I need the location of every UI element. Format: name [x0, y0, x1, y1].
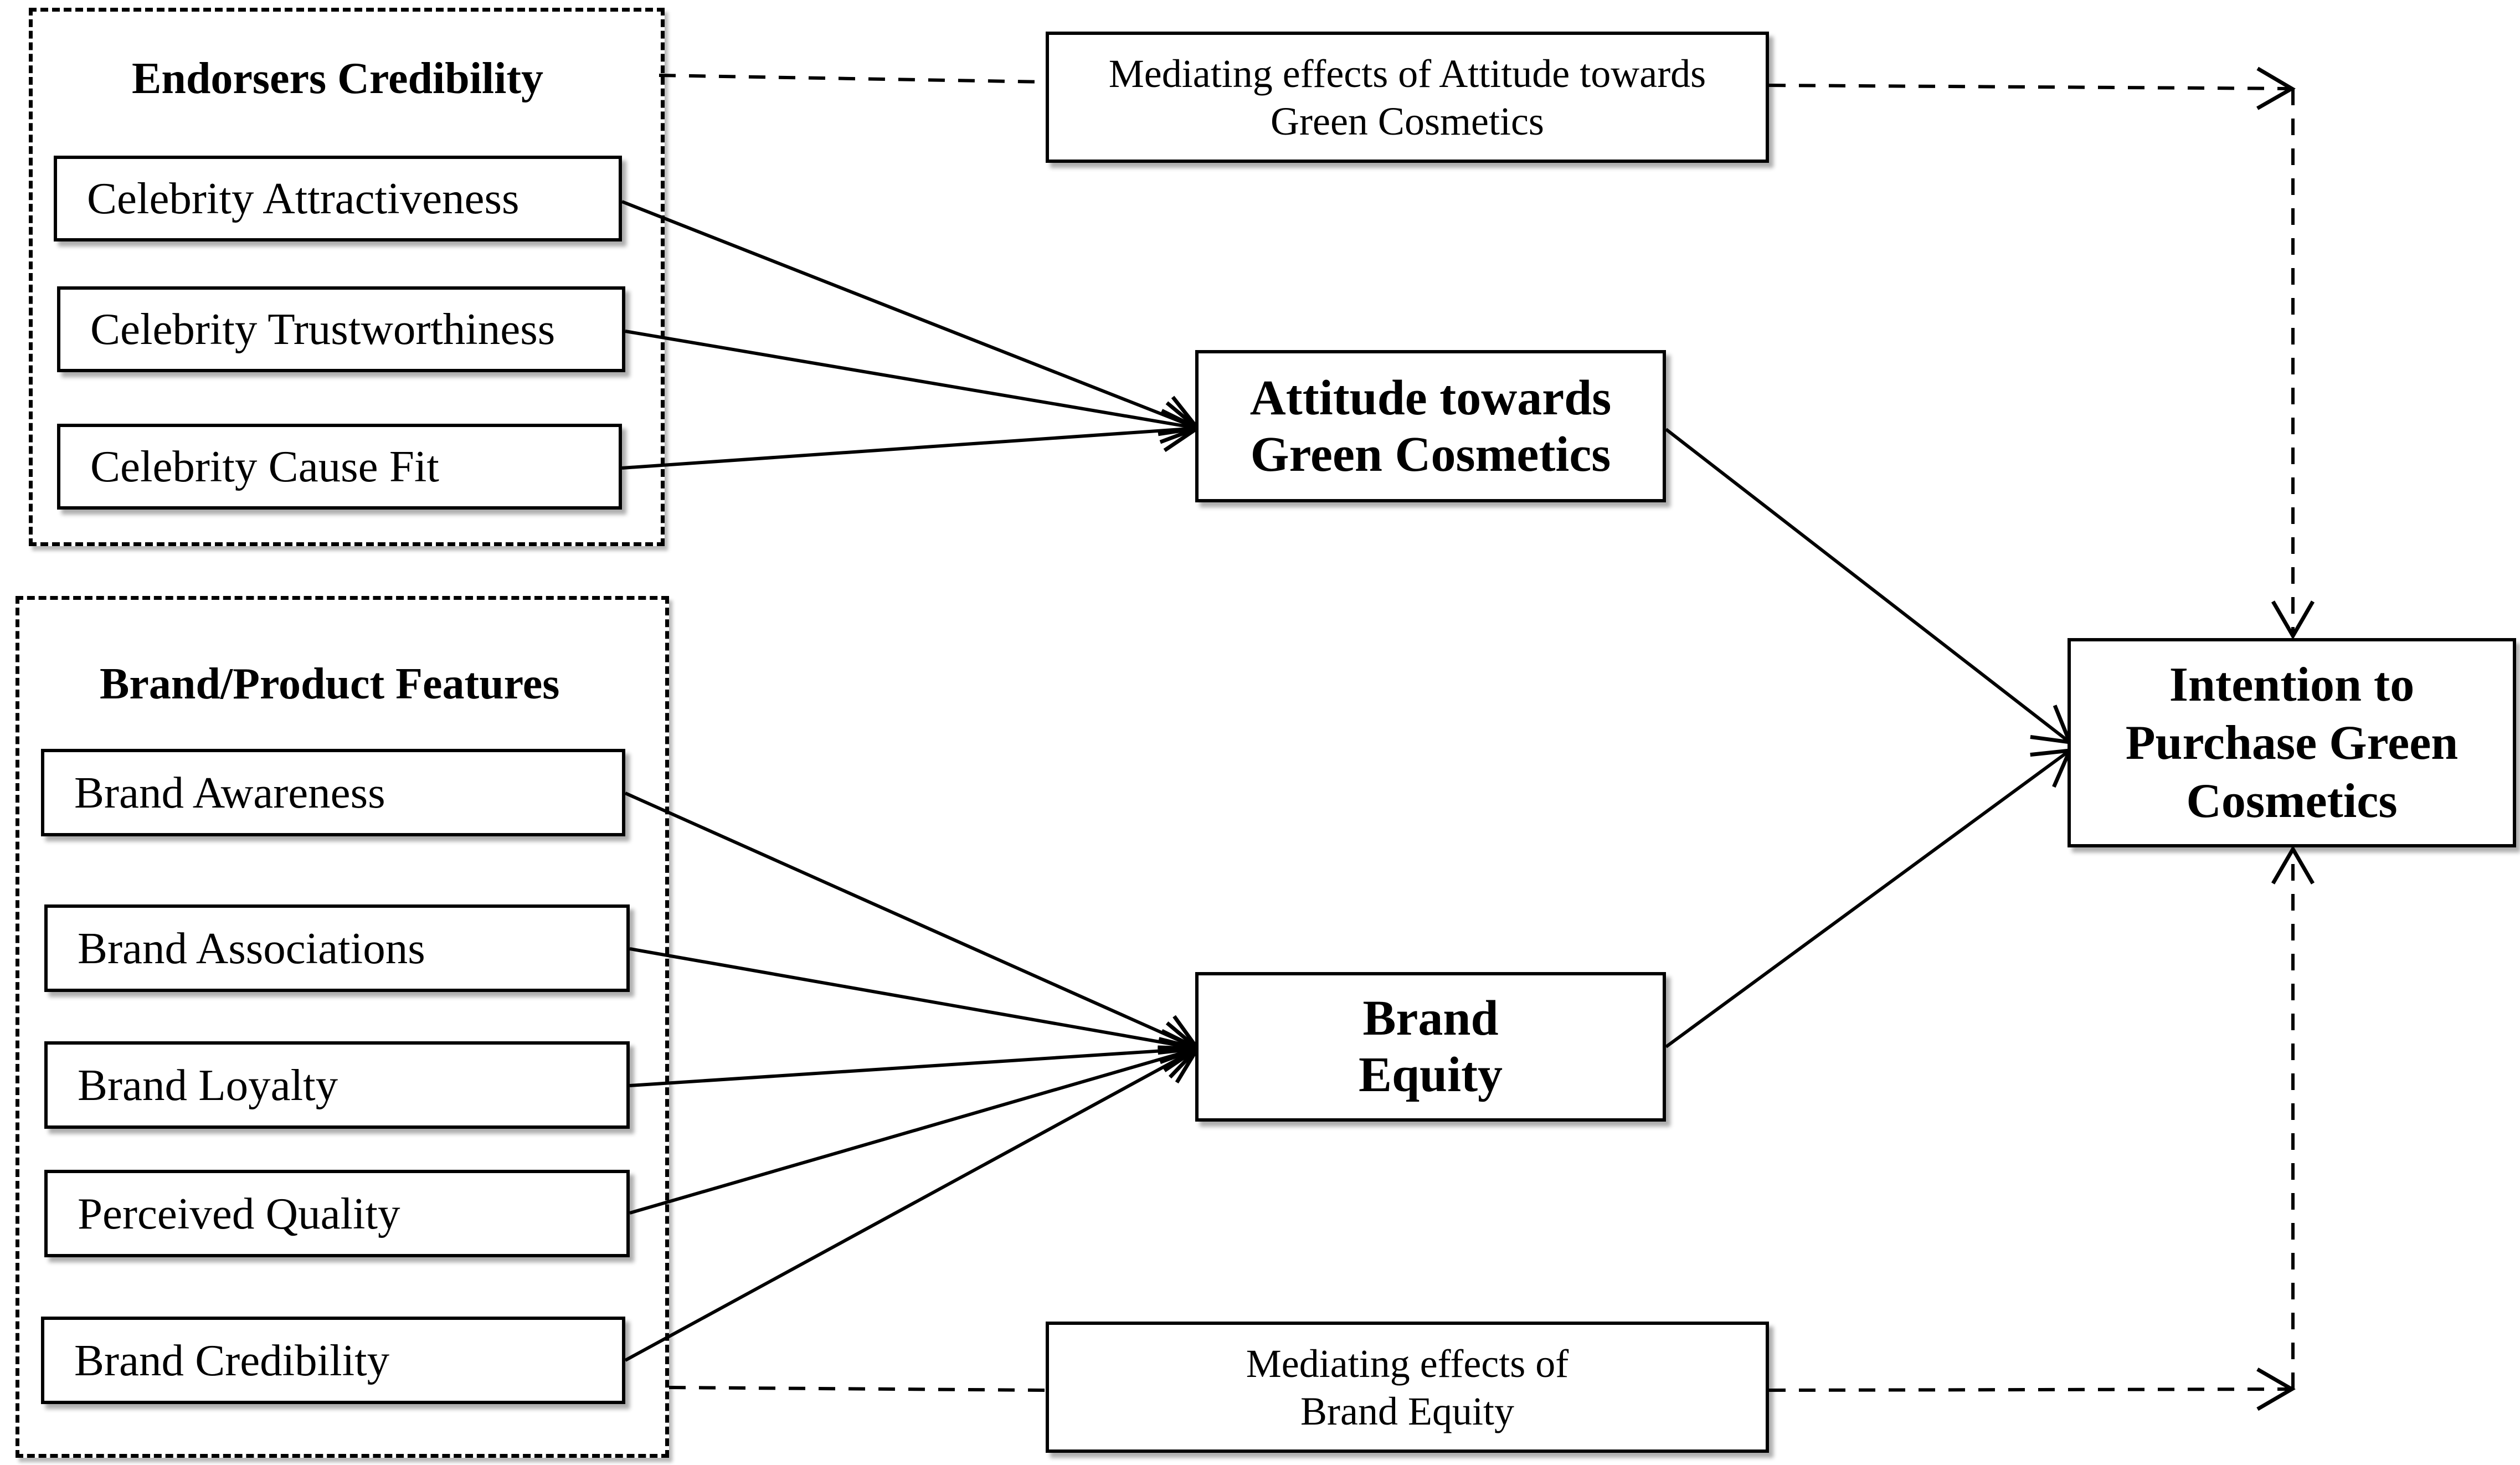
dashed-mediator-attitude-to-corner [1768, 66, 2296, 110]
arrow-equity-to-intention [1665, 748, 2073, 1048]
arrow-quality-to-equity [629, 1037, 1201, 1215]
brand-associations-label: Brand Associations [78, 923, 425, 973]
attitude-construct-box: Attitude towards Green Cosmetics [1195, 350, 1666, 502]
brand-awareness-label: Brand Awareness [74, 767, 385, 818]
brand-equity-construct-label: Brand Equity [1358, 991, 1503, 1102]
celebrity-trustworthiness-label: Celebrity Trustworthiness [90, 304, 556, 354]
dashed-features-to-mediator-equity [668, 1386, 1047, 1392]
celebrity-cause-fit-label: Celebrity Cause Fit [90, 441, 439, 491]
brand-loyalty-box: Brand Loyalty [44, 1041, 630, 1129]
perceived-quality-box: Perceived Quality [44, 1170, 630, 1257]
attitude-mediation-label: Mediating effects of Attitude towards Gr… [1108, 51, 1706, 143]
brand-equity-mediation-label: Mediating effects of Brand Equity [1246, 1341, 1569, 1433]
arrow-credibility-to-equity [624, 1045, 1201, 1362]
brand-equity-mediation-box: Mediating effects of Brand Equity [1046, 1322, 1769, 1453]
celebrity-trustworthiness-box: Celebrity Trustworthiness [57, 286, 625, 372]
brand-associations-box: Brand Associations [44, 904, 630, 992]
arrow-awareness-to-equity [624, 791, 1201, 1055]
purchase-intention-box: Intention to Purchase Green Cosmetics [2068, 638, 2516, 847]
brand-product-features-title: Brand/Product Features [100, 660, 560, 708]
celebrity-attractiveness-box: Celebrity Attractiveness [54, 156, 622, 241]
arrow-trustworthiness-to-attitude [625, 330, 1201, 444]
celebrity-attractiveness-label: Celebrity Attractiveness [87, 173, 520, 223]
endorsers-credibility-title: Endorsers Credibility [132, 54, 544, 103]
brand-credibility-box: Brand Credibility [41, 1317, 625, 1404]
dashed-mediator-equity-to-corner [1768, 1368, 2296, 1411]
arrow-associations-to-equity [629, 947, 1201, 1065]
arrow-attitude-to-intention [1665, 428, 2073, 745]
brand-equity-construct-box: Brand Equity [1195, 972, 1666, 1122]
arrow-causefit-to-attitude [621, 409, 1201, 470]
brand-credibility-label: Brand Credibility [74, 1335, 390, 1385]
attitude-construct-label: Attitude towards Green Cosmetics [1249, 370, 1612, 482]
arrow-loyalty-to-equity [629, 1029, 1201, 1087]
dashed-endorsers-to-mediator-attitude [659, 74, 1047, 84]
attitude-mediation-box: Mediating effects of Attitude towards Gr… [1046, 32, 1769, 163]
brand-awareness-box: Brand Awareness [41, 749, 625, 836]
endorsers-credibility-group [29, 8, 665, 546]
perceived-quality-label: Perceived Quality [78, 1188, 400, 1238]
brand-product-features-group [16, 596, 669, 1458]
arrow-attractiveness-to-attitude [621, 200, 1201, 436]
purchase-intention-label: Intention to Purchase Green Cosmetics [2125, 657, 2459, 828]
celebrity-cause-fit-box: Celebrity Cause Fit [57, 424, 622, 510]
brand-loyalty-label: Brand Loyalty [78, 1060, 338, 1110]
